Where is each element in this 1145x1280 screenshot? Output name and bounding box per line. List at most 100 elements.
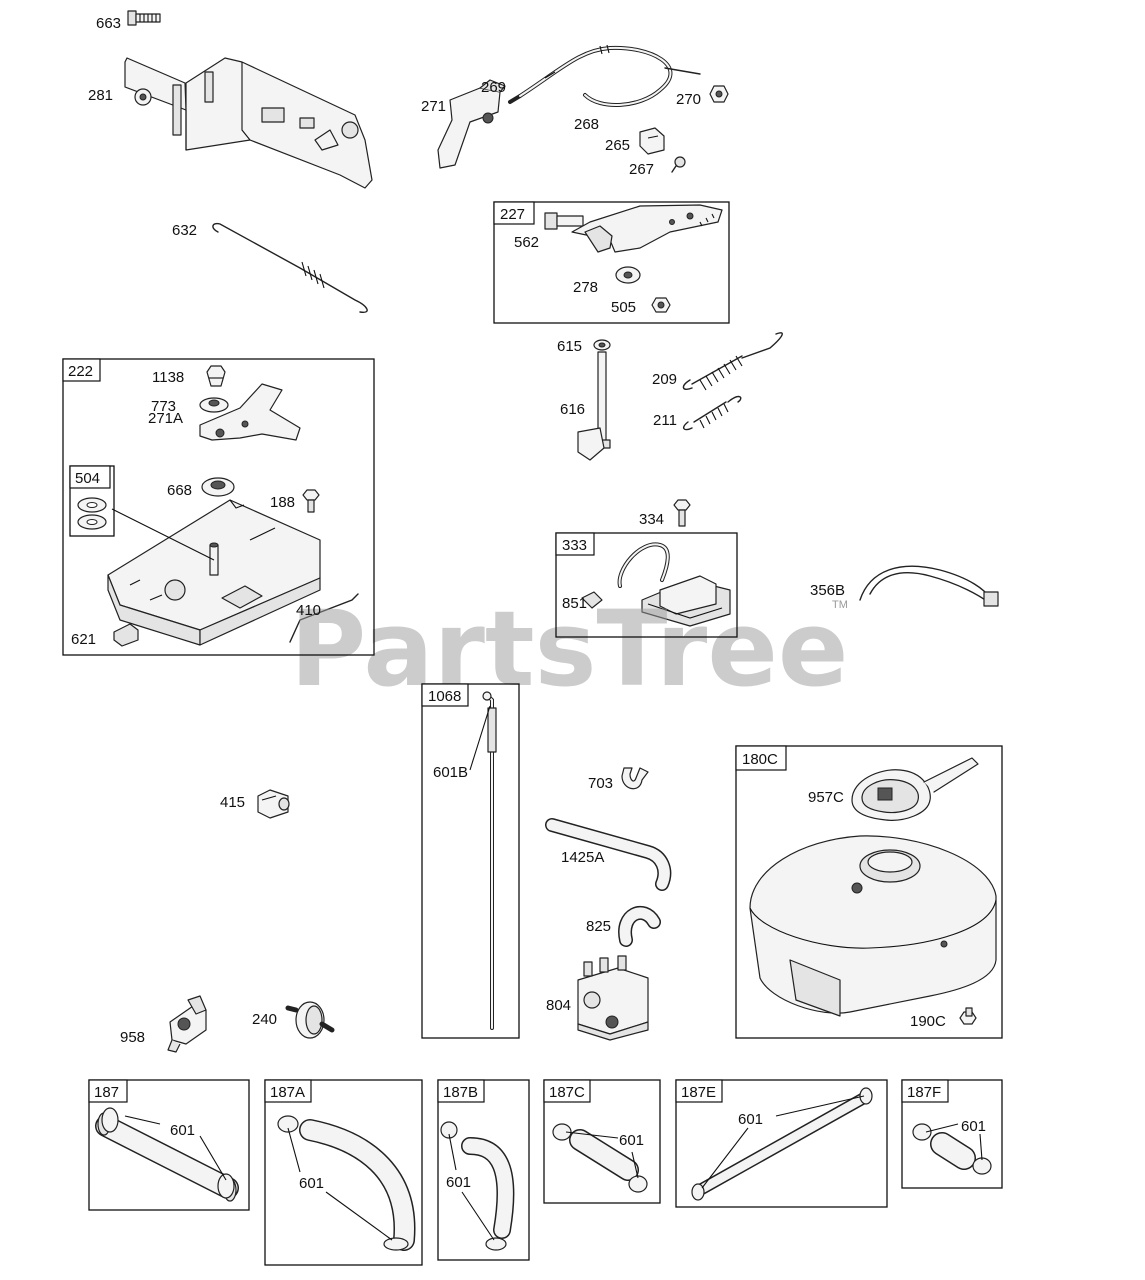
part-334-screw-illustration: [673, 499, 691, 527]
part-187E-hose-illustration: [691, 1087, 873, 1201]
group-187F-tag: 187F: [907, 1084, 941, 1101]
group-222-tag: 222: [68, 363, 93, 380]
group-180C-tag: 180C: [742, 751, 778, 768]
callout-958: 958: [120, 1029, 145, 1046]
group-222-box: 222: [62, 358, 375, 656]
part-281-bracket-illustration: [124, 57, 373, 189]
part-187A-hose-illustration: [277, 1115, 416, 1251]
callout-268: 268: [574, 116, 599, 133]
part-615-washer-illustration: [593, 339, 611, 351]
part-187F-hose-illustration: [912, 1123, 992, 1175]
group-227-box: 227: [493, 201, 730, 324]
callout-773: 773: [151, 398, 176, 415]
part-957C-fuel-cap-illustration: [851, 757, 979, 821]
group-333-tag: 333: [562, 537, 587, 554]
part-851-clip-illustration: [581, 591, 603, 609]
part-601B-fuel-line-illustration: [482, 691, 497, 1030]
part-187-hose-illustration: [95, 1107, 239, 1202]
part-958-valve-illustration: [167, 995, 207, 1053]
part-356B-wire-illustration: [859, 565, 999, 607]
group-187E-box: 187E: [675, 1079, 888, 1208]
part-188-bolt-illustration: [302, 489, 320, 513]
group-187F-box: 187F: [901, 1079, 1003, 1189]
part-668-seal-illustration: [201, 477, 235, 497]
callout-616: 616: [560, 401, 585, 418]
part-804-solenoid-illustration: [577, 955, 649, 1041]
part-825-elbow-illustration: [618, 905, 661, 947]
part-268-cable-illustration: [508, 44, 701, 107]
callout-851: 851: [562, 595, 587, 612]
callout-621: 621: [71, 631, 96, 648]
part-209-spring-illustration: [682, 332, 783, 391]
callout-601B: 601B: [433, 764, 468, 781]
group-187-tag: 187: [94, 1084, 119, 1101]
part-227-plate-illustration: [571, 204, 723, 253]
callout-410: 410: [296, 602, 321, 619]
part-187B-hose-illustration: [440, 1121, 515, 1251]
part-222-base-plate-illustration: [107, 499, 321, 646]
callout-601-group-187A: 601: [299, 1175, 324, 1192]
callout-703: 703: [588, 775, 613, 792]
part-211-spring-illustration: [682, 395, 742, 431]
callout-209: 209: [652, 371, 677, 388]
callout-663: 663: [96, 15, 121, 32]
callout-825: 825: [586, 918, 611, 935]
group-187B-box: 187B: [437, 1079, 530, 1261]
callout-957C: 957C: [808, 789, 844, 806]
part-1138-nut-illustration: [206, 365, 226, 387]
part-703-clamp-illustration: [621, 767, 649, 790]
callout-601-group-187E: 601: [738, 1111, 763, 1128]
callout-190C: 190C: [910, 1013, 946, 1030]
group-504-box: 504: [69, 465, 115, 537]
callout-505: 505: [611, 299, 636, 316]
part-271A-plate-illustration: [199, 383, 301, 441]
callout-356B: 356B: [810, 582, 845, 599]
part-278-washer-illustration: [615, 266, 641, 284]
callout-271A-text: 271A: [148, 410, 183, 427]
group-227-tag: 227: [500, 206, 525, 223]
part-180C-fuel-tank-illustration: [749, 835, 997, 1017]
callout-281: 281: [88, 87, 113, 104]
callout-240: 240: [252, 1011, 277, 1028]
group-187E-tag: 187E: [681, 1084, 716, 1101]
part-415-plug-illustration: [257, 789, 290, 819]
callout-278: 278: [573, 279, 598, 296]
part-616-shaft-illustration: [577, 351, 611, 461]
callout-1425A: 1425A: [561, 849, 604, 866]
watermark-trademark: TM: [832, 599, 848, 611]
group-187C-tag: 187C: [549, 1084, 585, 1101]
part-773-washer-illustration: [199, 397, 229, 413]
part-190C-screw-illustration: [959, 1007, 977, 1025]
callout-668: 668: [167, 482, 192, 499]
part-562-bolt-illustration: [544, 212, 584, 230]
group-187C-box: 187C: [543, 1079, 661, 1204]
callout-269: 269: [481, 79, 506, 96]
part-504-washers-illustration: [77, 497, 107, 530]
callout-1138: 1138: [152, 369, 184, 386]
callout-615: 615: [557, 338, 582, 355]
callout-804: 804: [546, 997, 571, 1014]
callout-265: 265: [605, 137, 630, 154]
part-187C-hose-illustration: [552, 1123, 648, 1193]
callout-188: 188: [270, 494, 295, 511]
part-271-lever-illustration: [437, 79, 506, 169]
callout-415: 415: [220, 794, 245, 811]
callout-271: 271: [421, 98, 446, 115]
part-1425A-hose-illustration: [545, 818, 672, 891]
group-1068-tag: 1068: [428, 688, 461, 705]
callout-601-group-187: 601: [170, 1122, 195, 1139]
callout-562: 562: [514, 234, 539, 251]
callout-211: 211: [653, 412, 677, 429]
part-265-clip-illustration: [639, 127, 665, 155]
group-187B-tag: 187B: [443, 1084, 478, 1101]
leader-lines: [111, 508, 983, 1241]
part-632-link-illustration: [212, 222, 368, 314]
part-505-nut-illustration: [651, 297, 671, 313]
callout-601-group-187B: 601: [446, 1174, 471, 1191]
group-1068-box: 1068: [421, 683, 520, 1039]
part-270-nut-illustration: [709, 85, 729, 103]
callout-632: 632: [172, 222, 197, 239]
group-187-box: 187: [88, 1079, 250, 1211]
group-333-box: 333: [555, 532, 738, 638]
